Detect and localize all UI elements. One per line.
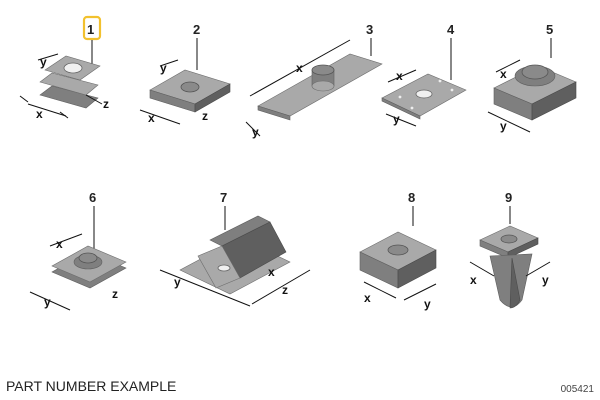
dim-label-y: y bbox=[44, 295, 51, 309]
dim-label-y: y bbox=[542, 273, 549, 287]
part-9-expansion-nut[interactable]: 9 x y bbox=[469, 190, 551, 309]
part-1-clip-nut[interactable]: 1 y x z bbox=[19, 15, 109, 121]
dim-label-y: y bbox=[424, 297, 431, 311]
dim-label-y: y bbox=[252, 125, 259, 139]
callout-4: 4 bbox=[447, 22, 455, 37]
callout-5: 5 bbox=[546, 22, 553, 37]
dim-label-z: z bbox=[103, 97, 109, 111]
part-5-weld-nut[interactable]: 5 x y bbox=[487, 22, 577, 133]
dim-label-y: y bbox=[393, 112, 400, 126]
callout-6: 6 bbox=[89, 190, 96, 205]
reference-number: 005421 bbox=[560, 384, 594, 395]
part-8-cage-nut[interactable]: 8 x y bbox=[359, 190, 437, 311]
part-7-u-clip[interactable]: 7 y x z bbox=[159, 190, 311, 307]
part-3-plate-nut[interactable]: 3 x y bbox=[245, 22, 383, 139]
callout-2: 2 bbox=[193, 22, 200, 37]
dim-label-x: x bbox=[268, 265, 275, 279]
part-4-plate-nut[interactable]: 4 x y bbox=[381, 22, 467, 127]
dim-label-y: y bbox=[40, 55, 47, 69]
dim-label-x: x bbox=[56, 237, 63, 251]
dim-label-x: x bbox=[470, 273, 477, 287]
part-2-square-nut[interactable]: 2 y x z bbox=[139, 22, 231, 125]
dim-label-z: z bbox=[282, 283, 288, 297]
caption: PART NUMBER EXAMPLE bbox=[6, 378, 177, 394]
dim-label-x: x bbox=[148, 111, 155, 125]
callout-8: 8 bbox=[408, 190, 415, 205]
dim-label-y: y bbox=[160, 61, 167, 75]
dim-label-z: z bbox=[202, 109, 208, 123]
dim-label-x: x bbox=[396, 69, 403, 83]
part-6-cage-nut[interactable]: 6 x y z bbox=[29, 190, 127, 311]
dim-label-x: x bbox=[364, 291, 371, 305]
callout-7: 7 bbox=[220, 190, 227, 205]
dim-label-y: y bbox=[174, 275, 181, 289]
callout-3: 3 bbox=[366, 22, 373, 37]
dim-label-y: y bbox=[500, 119, 507, 133]
dim-label-x: x bbox=[36, 107, 43, 121]
dim-label-x: x bbox=[500, 67, 507, 81]
callout-1: 1 bbox=[87, 22, 94, 37]
dim-label-x: x bbox=[296, 61, 303, 75]
callout-1-highlight bbox=[82, 15, 102, 41]
dim-label-z: z bbox=[112, 287, 118, 301]
callout-9: 9 bbox=[505, 190, 512, 205]
